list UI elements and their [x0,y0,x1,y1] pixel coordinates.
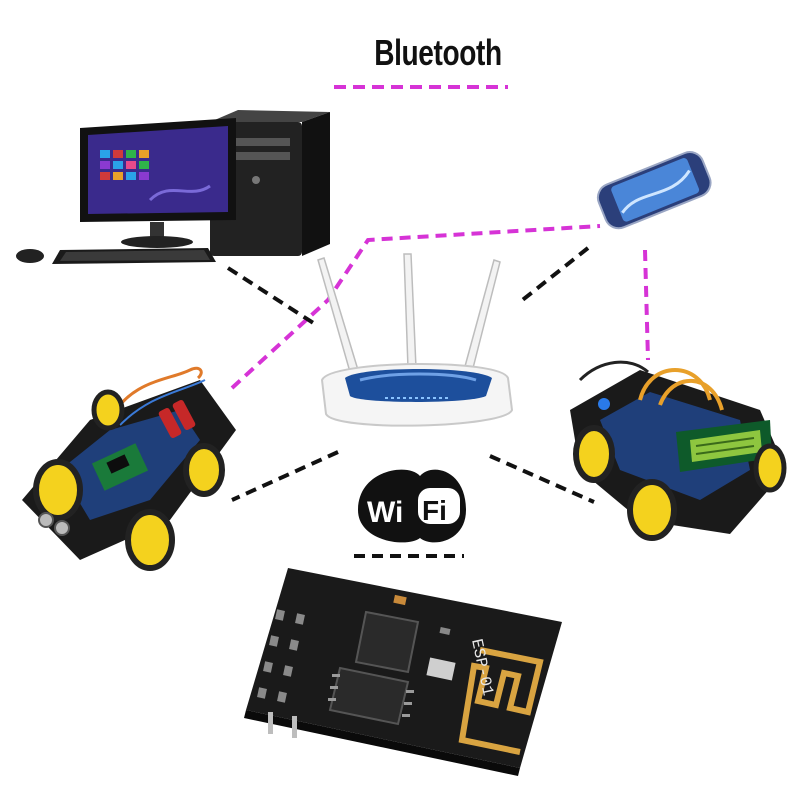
wifi-links [226,246,595,558]
pc-drive-bay [222,138,290,146]
crystal-oscillator [426,657,456,681]
wifi-router [317,253,514,427]
flash-chip [328,666,410,726]
wifi-link-computer [226,266,320,328]
car-wires [638,368,712,401]
esp8266-wifi-module: ESP-01 [244,568,562,776]
antenna-center [403,253,417,369]
wifi-logo-right-badge [418,488,460,524]
wheel [573,425,615,483]
phone-screen [611,158,700,222]
desktop-computer [16,110,330,264]
car-wires [108,366,203,421]
screen-swoosh [148,184,211,202]
wheel [91,389,125,431]
esp-pin-leg [292,716,297,738]
car-wheels [33,389,225,571]
metro-tiles [100,150,149,180]
wifi-logo-shape [358,469,466,543]
esp-pcb-edge [244,710,520,776]
robot-car-with-lcd [570,360,787,541]
bluetooth-link-phone-router-car [230,224,601,390]
wifi-link-phone [518,246,590,304]
antenna-left [317,257,359,373]
wheel [125,509,175,571]
esp-header-pins [257,609,305,703]
car-battery-pack [158,399,196,439]
monitor-stand [121,236,193,248]
wifi-logo: Wi Fi [358,469,466,543]
phone-screen-wave [621,169,691,214]
ultrasonic-sensor [38,512,70,536]
power-button [252,176,260,184]
wifi-link-left-car [231,450,339,502]
bluetooth-link-phone-car [643,249,650,361]
wheel [627,479,677,541]
car-wires [119,379,206,426]
esp8266-chip [354,610,420,674]
car-wires [578,360,649,382]
phone-bezel-edge [596,151,712,230]
wifi-logo-right-text: Fi [422,495,447,526]
wheel [33,459,83,521]
keyboard-keys [60,250,210,261]
pcb-antenna-trace [458,647,544,755]
wifi-link-right-car [489,454,595,504]
router-highlight [359,372,477,382]
bluetooth-links [230,224,650,390]
pc-tower-side [302,112,330,256]
bluetooth-module [598,398,610,410]
esp-pin-leg [268,712,273,734]
smd-capacitor [393,594,407,606]
smd-component [439,627,451,635]
car-chip [106,454,130,474]
car-board [600,392,750,500]
car-wheels [573,425,787,541]
lcd-display [676,420,772,472]
wheel [183,443,225,497]
monitor-neck [150,222,164,238]
mouse [16,249,44,263]
monitor-screen [88,126,228,214]
pc-drive-bay [222,152,290,160]
robot-car [22,366,236,571]
car-wires [658,378,724,411]
chip-pins [328,674,414,717]
wifi-logo-left-text: Wi [367,496,403,529]
page-title: Bluetooth [374,32,502,73]
antenna-right [463,259,501,373]
smartphone [596,151,712,230]
wheel [753,443,787,493]
pc-tower-top [210,110,330,122]
